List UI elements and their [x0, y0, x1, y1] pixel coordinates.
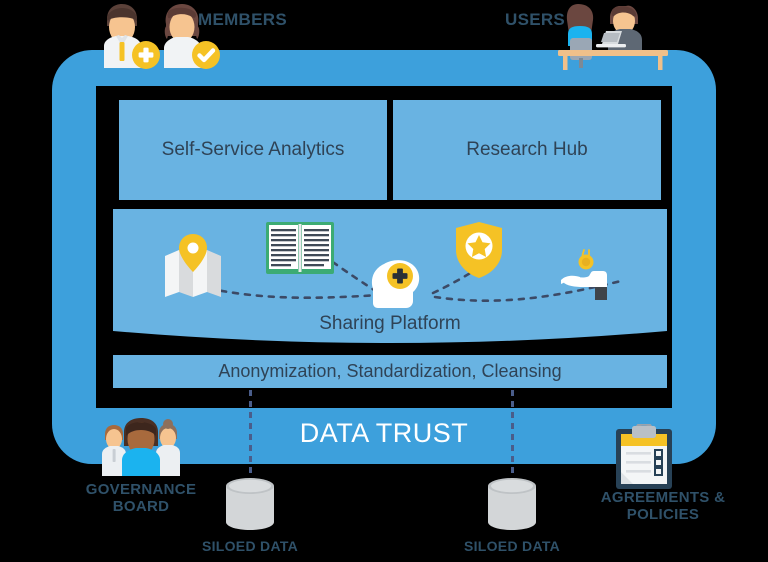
- hand-coin-icon: [561, 249, 607, 300]
- map-icon: [165, 234, 221, 297]
- label-agreements-policies: AGREEMENTS & POLICIES: [568, 489, 758, 524]
- database-cylinder-icon: [488, 478, 536, 530]
- person-add-icon: [104, 4, 160, 69]
- shield-star-icon: [456, 222, 502, 278]
- users-at-desk-icon: [558, 4, 668, 70]
- panel-analytics-label: Self-Service Analytics: [161, 139, 345, 160]
- group-of-people-icon: [102, 418, 180, 476]
- panel-research-hub[interactable]: Research Hub: [393, 100, 661, 200]
- person-verified-icon: [164, 4, 220, 69]
- label-users: USERS: [505, 10, 566, 29]
- panel-research-label: Research Hub: [466, 139, 588, 160]
- book-icon: [266, 222, 334, 274]
- panel-anonymization[interactable]: Anonymization, Standardization, Cleansin…: [113, 355, 667, 388]
- panel-sharing-platform-label: Sharing Platform: [319, 313, 461, 334]
- panel-anonymization-label: Anonymization, Standardization, Cleansin…: [218, 361, 562, 381]
- label-governance-board-line2: BOARD: [112, 497, 170, 515]
- label-agreements-line1: AGREEMENTS &: [600, 489, 726, 506]
- label-governance-board-line1: GOVERNANCE: [85, 481, 197, 498]
- label-siloed-data-1: SILOED DATA: [201, 538, 299, 554]
- panel-self-service-analytics[interactable]: Self-Service Analytics: [119, 100, 387, 200]
- label-agreements-line2: POLICIES: [626, 505, 700, 523]
- database-cylinder-icon: [226, 478, 274, 530]
- mind-plus-icon: [371, 260, 420, 308]
- connector-siloed-data-1: [249, 390, 252, 487]
- clipboard-checklist-icon: [616, 424, 672, 489]
- label-members: MEMBERS: [198, 10, 287, 29]
- label-siloed-data-2: SILOED DATA: [463, 538, 561, 554]
- label-governance-board: GOVERNANCE BOARD: [58, 481, 224, 516]
- connector-siloed-data-2: [511, 390, 514, 487]
- page-title: DATA TRUST: [299, 418, 469, 448]
